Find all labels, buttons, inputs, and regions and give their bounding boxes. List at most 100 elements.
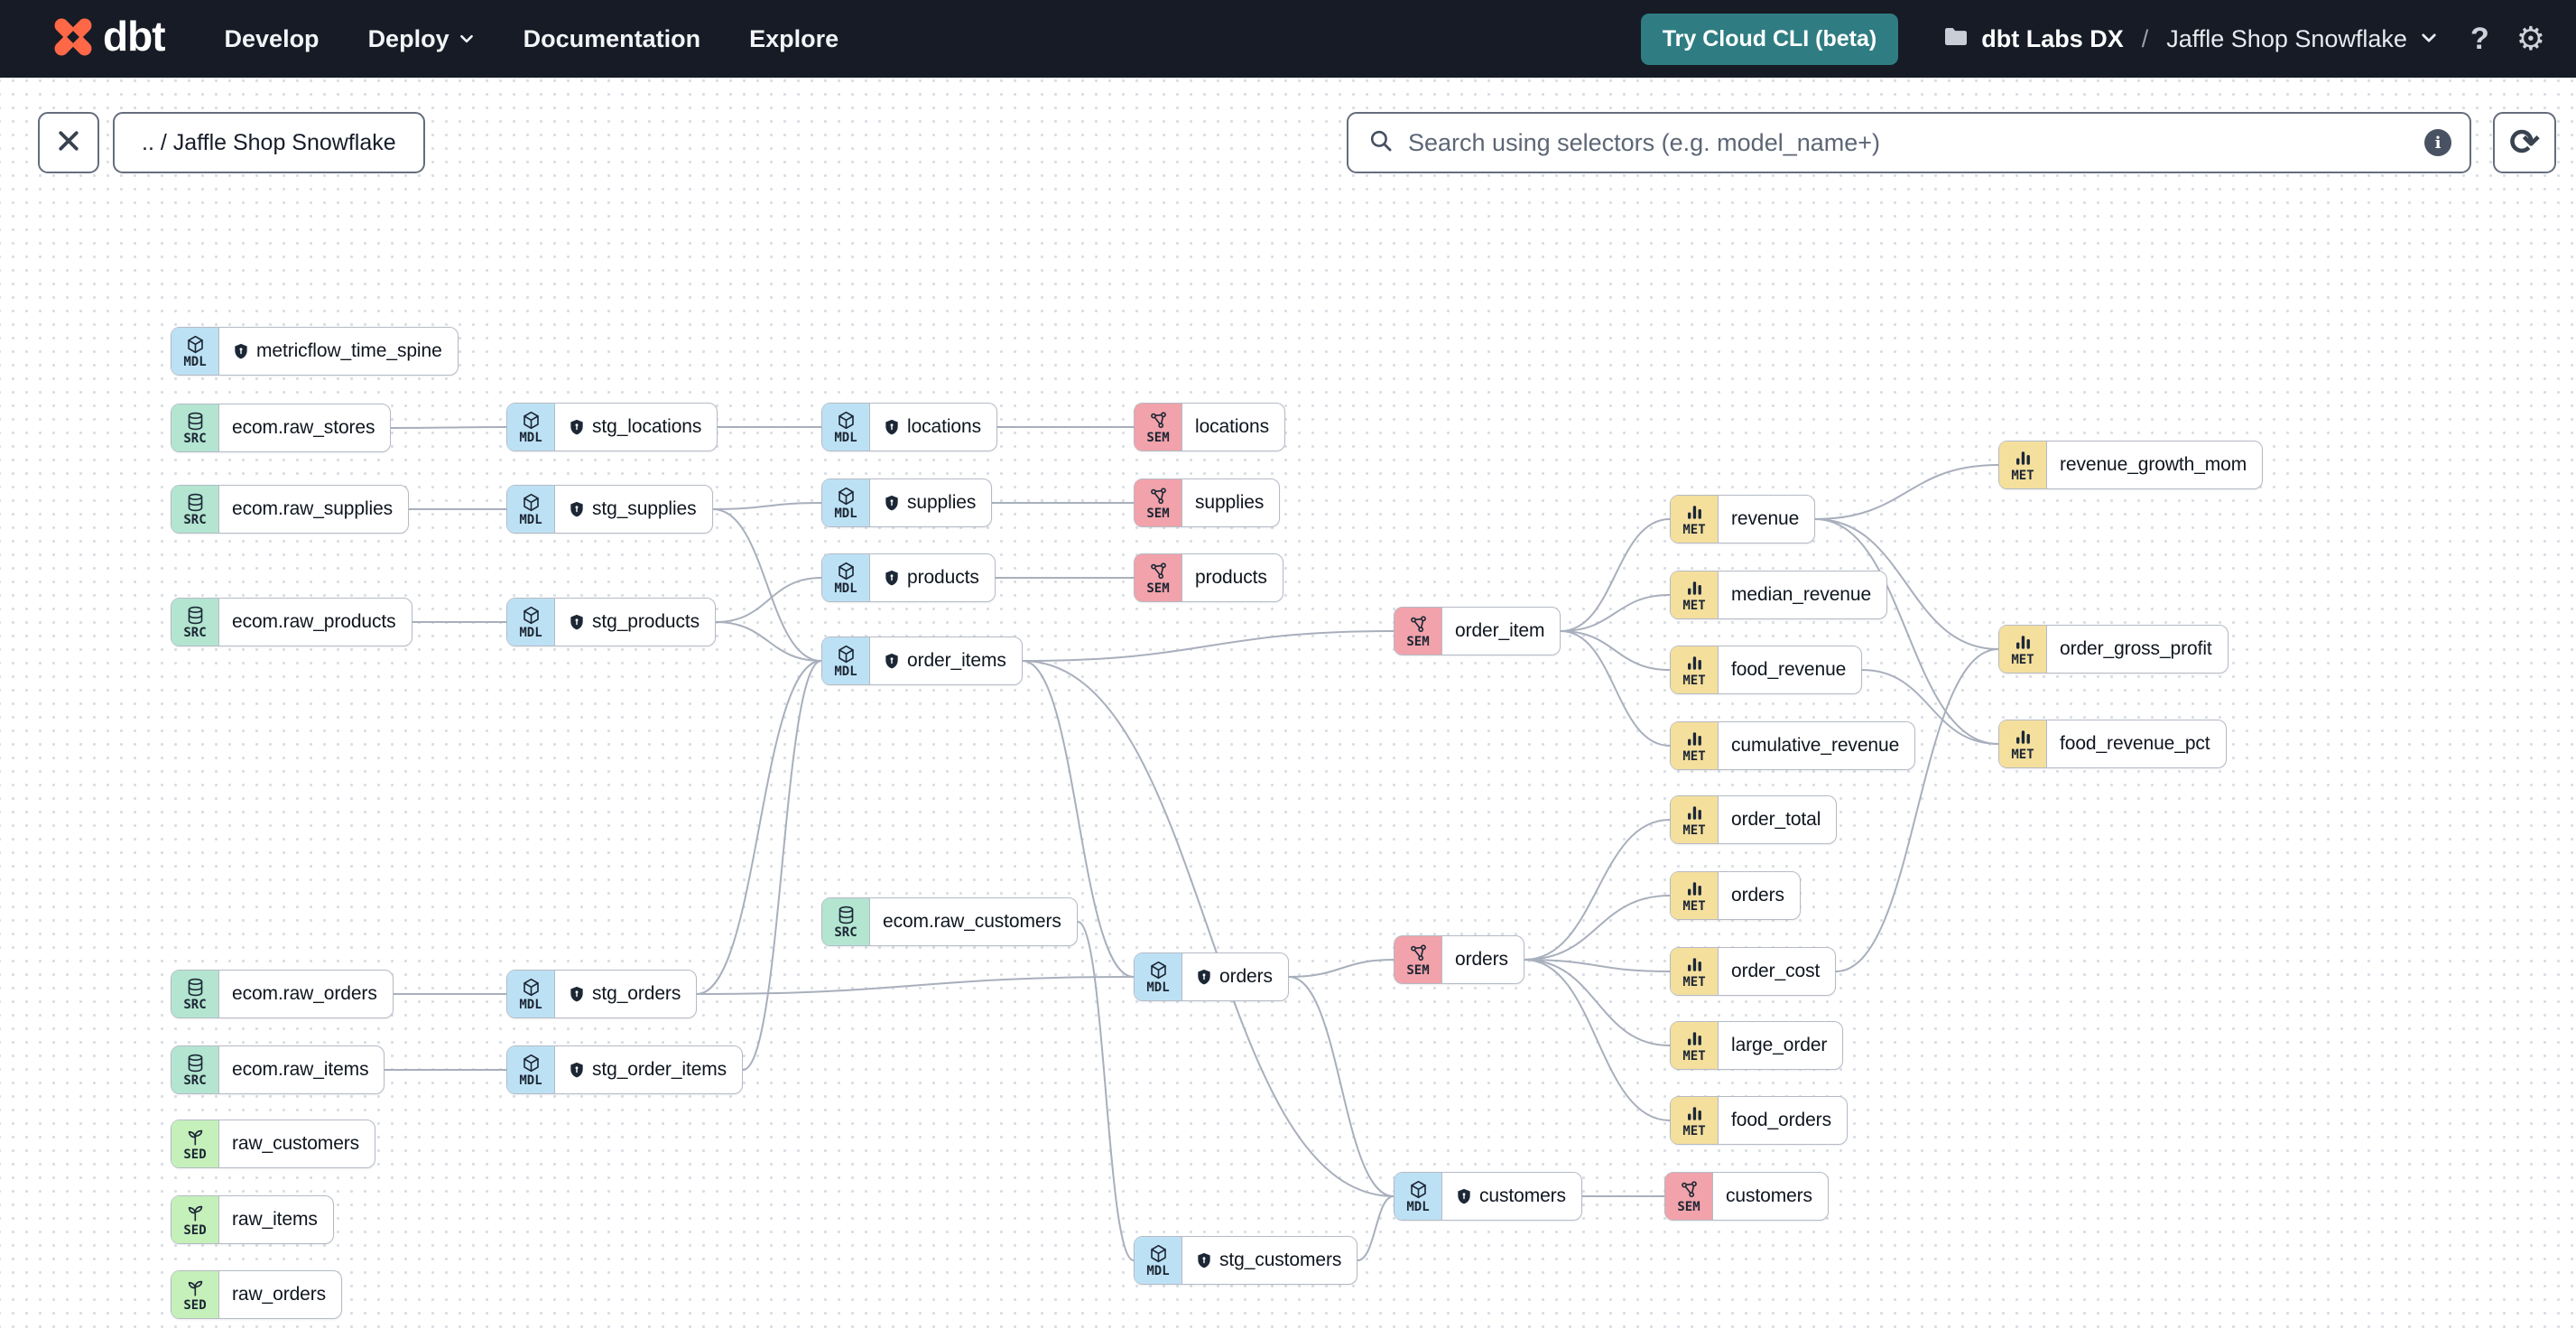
- lineage-edge: [1524, 959, 1671, 1121]
- dbt-logo[interactable]: dbt: [52, 15, 166, 62]
- cube-icon: MDL: [507, 404, 555, 451]
- node-label: raw_customers: [232, 1133, 360, 1154]
- info-icon[interactable]: i: [2424, 129, 2451, 156]
- node-order_items[interactable]: MDL order_items: [821, 636, 1023, 685]
- shield-icon: [568, 613, 586, 631]
- shield-icon: [883, 652, 901, 670]
- node-label: locations: [907, 416, 981, 437]
- nav-item-documentation[interactable]: Documentation: [523, 24, 701, 52]
- node-label: ecom.raw_items: [232, 1059, 369, 1080]
- lineage-edge: [1524, 959, 1671, 1046]
- try-cloud-cli-button[interactable]: Try Cloud CLI (beta): [1640, 13, 1899, 65]
- chevron-down-icon: [459, 25, 475, 53]
- help-icon[interactable]: ?: [2469, 22, 2489, 56]
- node-type-badge: MDL: [519, 626, 542, 640]
- lineage-breadcrumb[interactable]: .. / Jaffle Shop Snowflake: [113, 112, 425, 173]
- lineage-edge: [1560, 518, 1671, 632]
- cube-icon: MDL: [171, 328, 219, 375]
- database-icon: SRC: [171, 486, 219, 533]
- node-label: revenue: [1731, 508, 1800, 529]
- node-type-badge: SEM: [1406, 635, 1430, 649]
- node-label: orders: [1219, 966, 1273, 987]
- cube-icon: MDL: [822, 637, 870, 684]
- seedling-icon: SED: [171, 1271, 219, 1318]
- node-label: cumulative_revenue: [1731, 735, 1900, 756]
- lineage-edge: [1357, 1195, 1395, 1261]
- node-type-badge: SEM: [1146, 581, 1170, 596]
- node-locations_sem[interactable]: SEM locations: [1134, 403, 1285, 451]
- node-stg_orders[interactable]: MDL stg_orders: [506, 970, 698, 1018]
- node-type-badge: MDL: [1146, 1264, 1170, 1278]
- node-raw_customers[interactable]: SED raw_customers: [171, 1120, 376, 1168]
- close-lineage-button[interactable]: [38, 112, 99, 173]
- refresh-button[interactable]: ⟳: [2493, 112, 2556, 173]
- shield-icon: [568, 1061, 586, 1079]
- shield-icon: [1195, 968, 1213, 986]
- node-type-badge: MET: [1682, 975, 1706, 990]
- node-type-badge: SED: [183, 1148, 207, 1162]
- settings-gear-icon[interactable]: ⚙: [2516, 20, 2545, 57]
- folder-icon: [1943, 25, 1969, 53]
- node-label: locations: [1195, 416, 1269, 437]
- node-type-badge: SEM: [1146, 431, 1170, 445]
- lineage-edge: [712, 508, 822, 662]
- node-label: orders: [1455, 949, 1508, 970]
- nav-item-explore[interactable]: Explore: [749, 24, 839, 52]
- lineage-edge: [1022, 630, 1395, 662]
- node-type-badge: MDL: [1406, 1200, 1430, 1214]
- nav-item-develop[interactable]: Develop: [224, 24, 320, 52]
- cube-icon: MDL: [822, 404, 870, 451]
- nav-item-deploy[interactable]: Deploy: [368, 25, 475, 53]
- lineage-edge: [1524, 959, 1671, 972]
- node-type-badge: MDL: [834, 431, 857, 445]
- chevron-down-icon: [2420, 25, 2438, 53]
- node-type-badge: MDL: [519, 998, 542, 1012]
- node-label: large_order: [1731, 1035, 1828, 1055]
- node-label: order_item: [1455, 620, 1545, 641]
- search-input[interactable]: [1408, 128, 2424, 157]
- node-label: stg_orders: [592, 983, 681, 1004]
- node-label: order_items: [907, 650, 1006, 671]
- project-breadcrumb[interactable]: dbt Labs DX / Jaffle Shop Snowflake: [1943, 25, 2438, 53]
- primary-nav: Develop Deploy Documentation Explore: [225, 25, 839, 53]
- bar-chart-icon: MET: [1671, 948, 1719, 995]
- node-order_item_sem[interactable]: SEM order_item: [1394, 607, 1561, 655]
- node-locations_mdl[interactable]: MDL locations: [821, 403, 997, 451]
- lineage-edge: [1835, 648, 1999, 972]
